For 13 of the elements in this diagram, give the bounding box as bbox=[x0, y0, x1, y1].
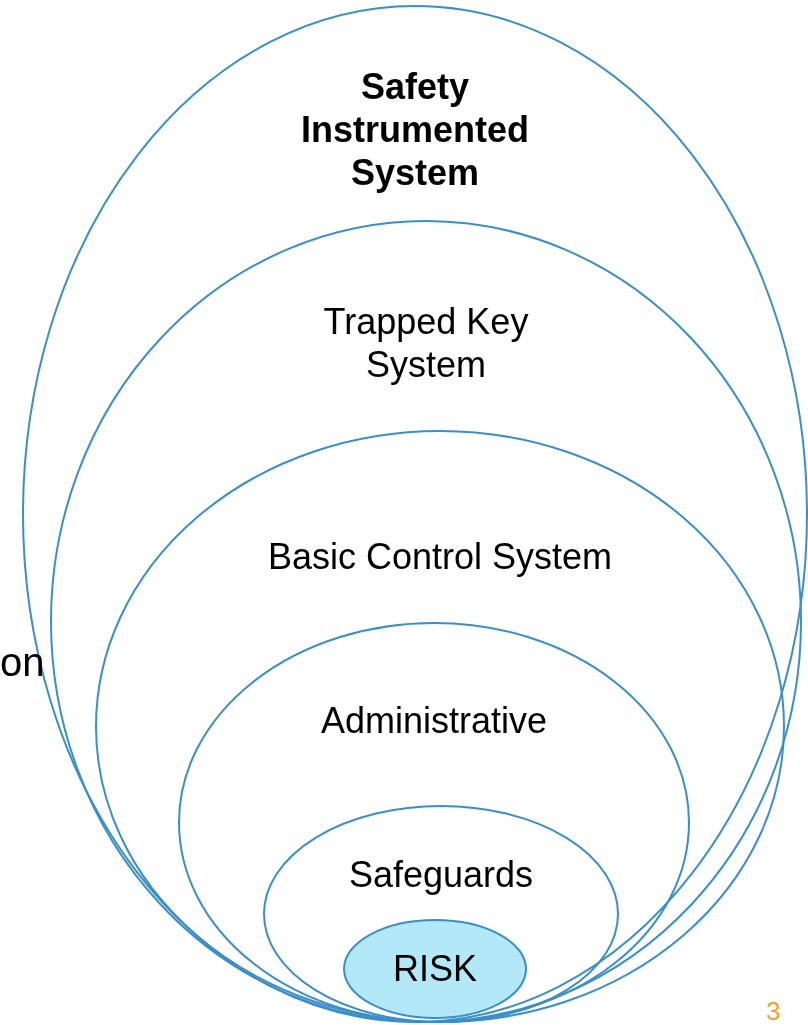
ellipse-layer bbox=[343, 919, 527, 1019]
ellipse-layer bbox=[178, 622, 690, 1023]
layer-label: Safety Instrumented System bbox=[300, 65, 530, 194]
layer-label: Administrative bbox=[319, 699, 549, 742]
ellipse-layer bbox=[50, 220, 802, 1023]
layer-label: RISK bbox=[392, 947, 478, 990]
page-number: 3 bbox=[766, 996, 781, 1025]
layer-label: Trapped Key System bbox=[322, 300, 530, 386]
layer-label: Safeguards bbox=[347, 853, 535, 896]
ellipse-layer bbox=[95, 430, 785, 1023]
text-fragment: on bbox=[0, 640, 45, 685]
ellipse-layer bbox=[263, 805, 619, 1023]
layer-label: Basic Control System bbox=[266, 535, 614, 578]
